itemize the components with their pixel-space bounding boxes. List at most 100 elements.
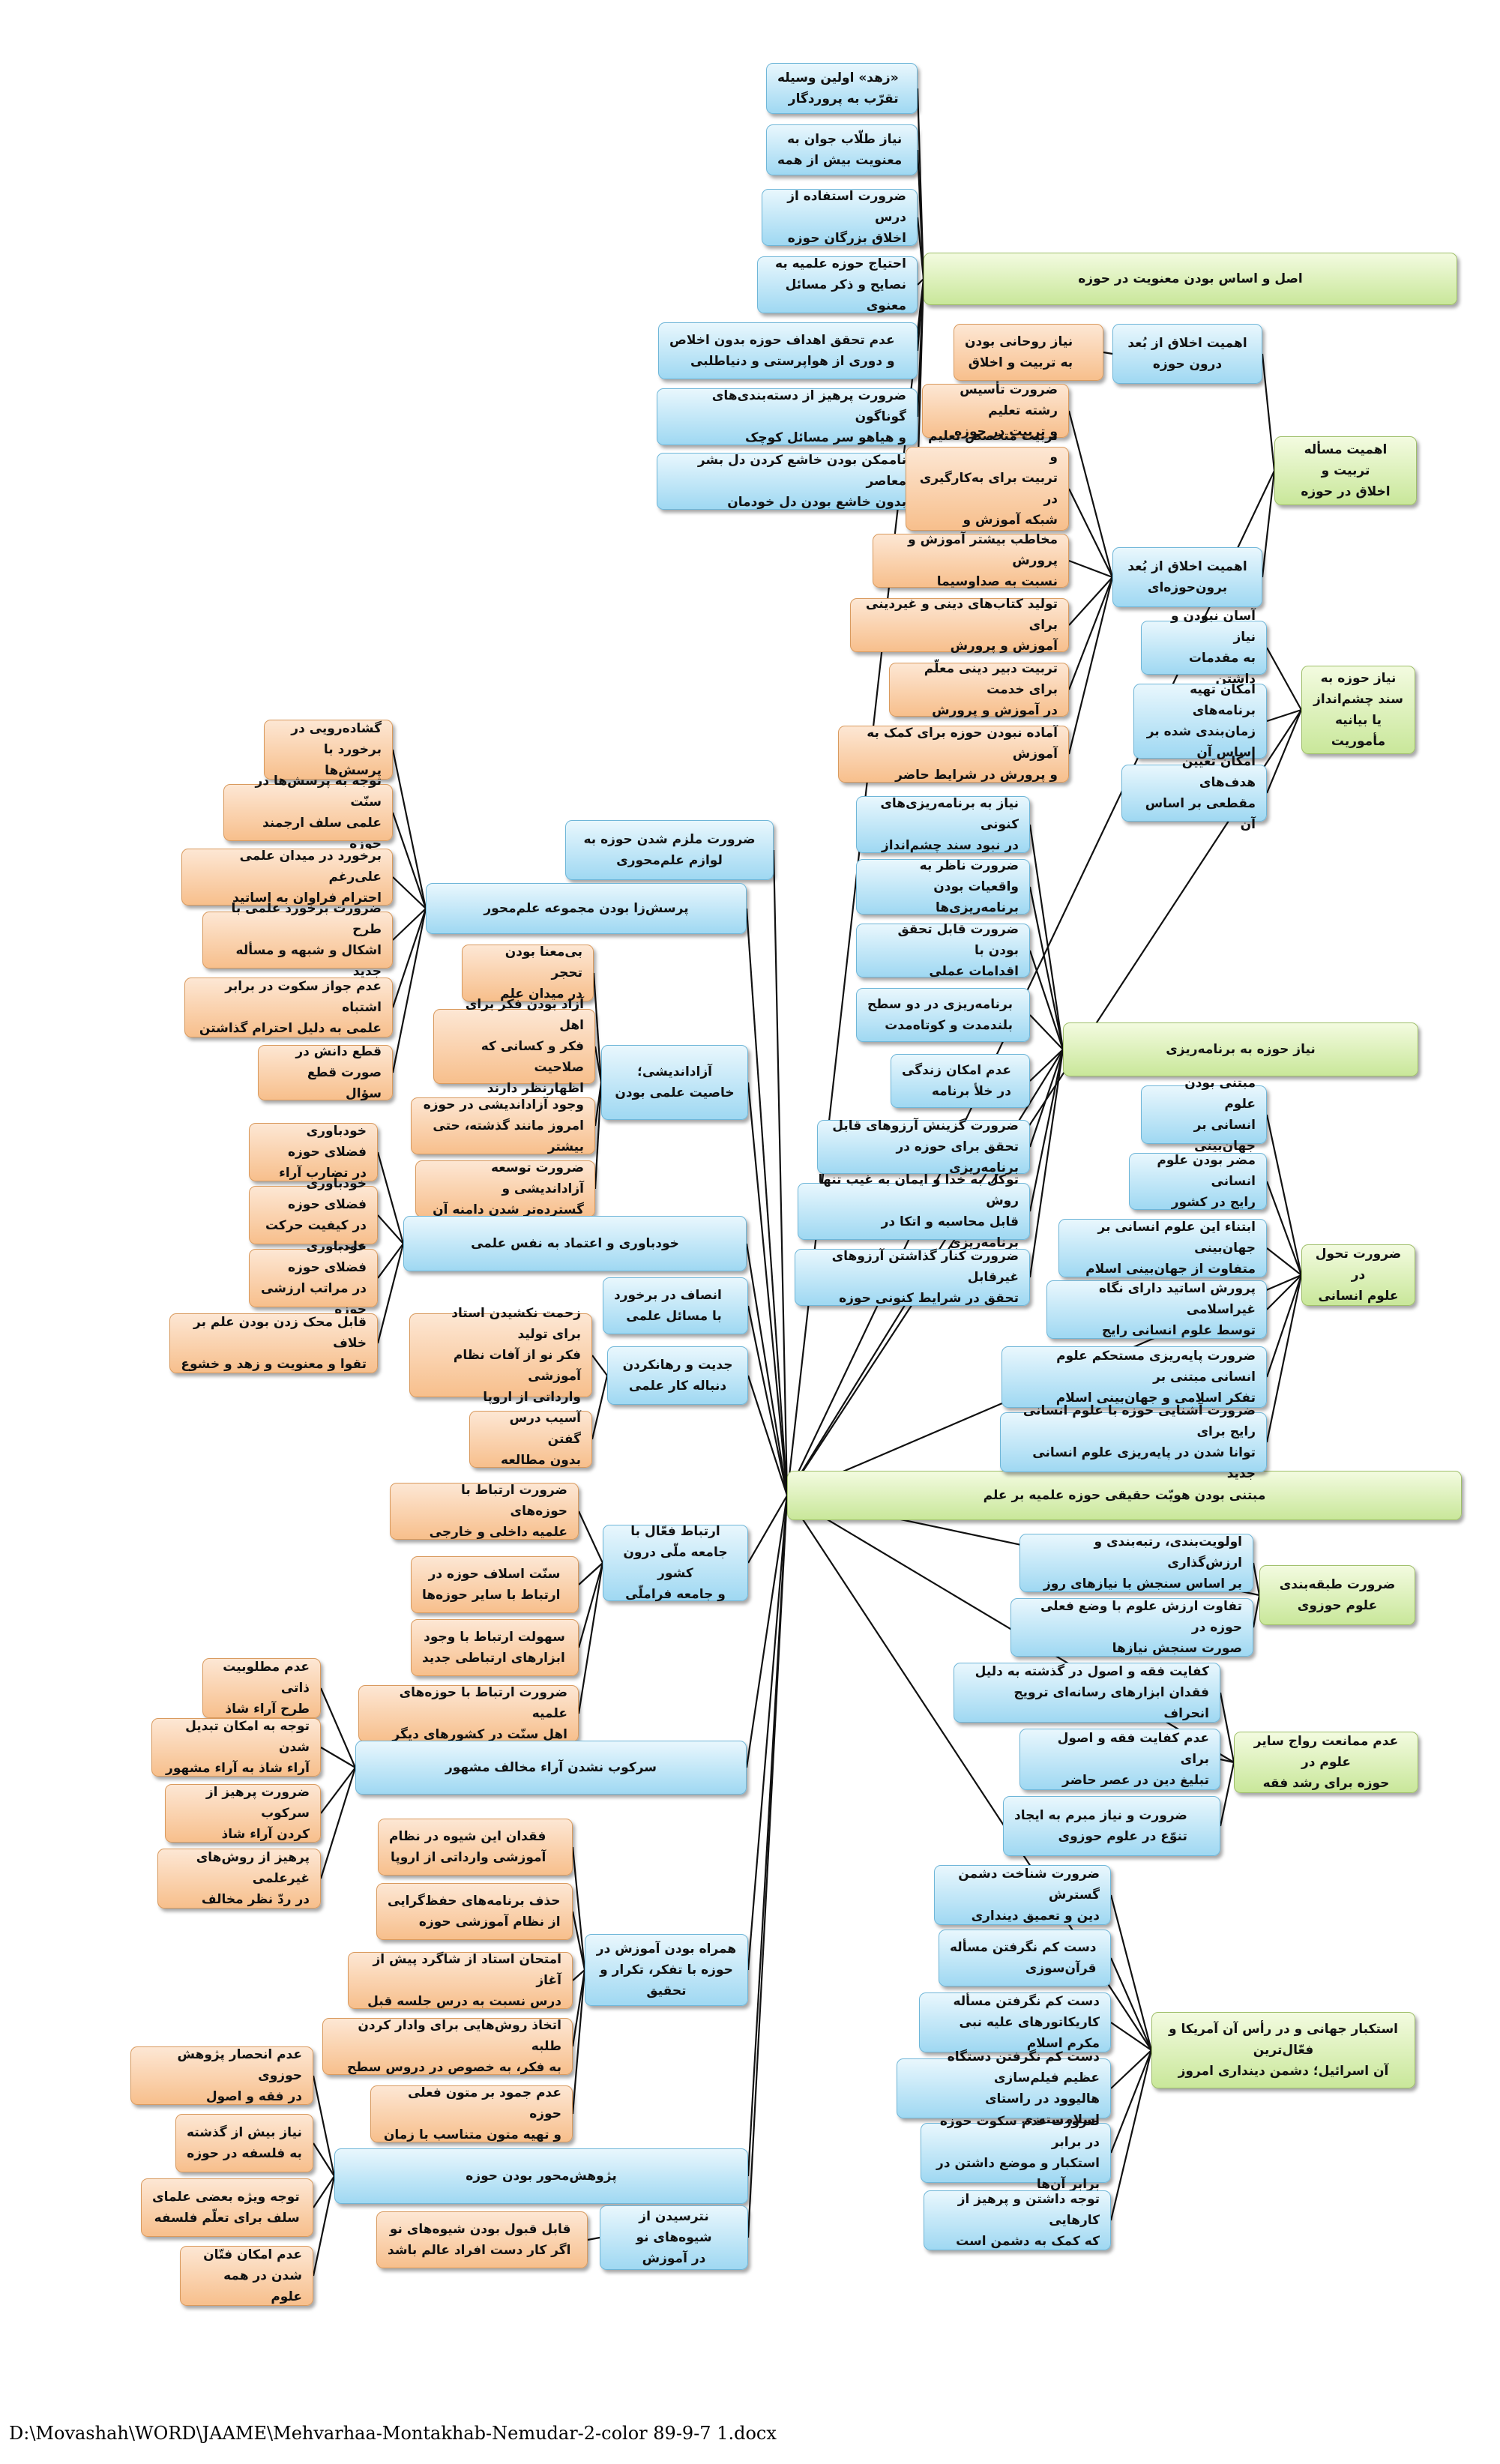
node-a1: «زهد» اولین وسیله تقرّب به پروردگار [766, 63, 918, 114]
node-d: نیاز حوزه به برنامه‌ریزی [1063, 1022, 1418, 1076]
node-h: استکبار جهانی و در رأس آن آمریکا و فعّال… [1151, 2012, 1415, 2088]
node-L2c: برخورد در میدان علمی علی‌رغم احترام فراو… [181, 849, 393, 906]
node-h1: ضرورت شناخت دشمن گسترش دین و تعمیق دیندا… [934, 1865, 1111, 1925]
connector-L7-L7a [319, 1687, 357, 1768]
connector-d-d4 [1029, 1014, 1064, 1050]
connector-d-d6 [1028, 1049, 1064, 1148]
node-d5: عدم امکان زندگی در خلأ برنامه [891, 1054, 1030, 1108]
connector-L2-L2e [391, 908, 427, 1008]
node-L7a: عدم مطلوبیت ذاتی طرح آراء شاذ [202, 1658, 321, 1718]
connector-L4-L4c [377, 1243, 404, 1279]
node-b1a: نیاز روحانی بودن به تربیت و اخلاق [954, 324, 1103, 381]
node-L8d: اتخاذ روش‌هایی برای وادار کردن طلبه به ف… [322, 2018, 573, 2075]
node-b2c: مخاطب بیشتر آموزش و پرورش نسبت به صداوسی… [873, 532, 1069, 589]
connector-b2-b2a [1067, 410, 1114, 578]
node-L6a: ضرورت ارتباط با حوزه‌های علمیه داخلی و خ… [390, 1483, 579, 1540]
connector-L6-L6b [578, 1562, 603, 1585]
node-L9d: عدم امکان فتّان شدن در همه علوم [180, 2246, 313, 2306]
node-L3c: وجود آزاداندیشی در حوزه امروز مانند گذشت… [411, 1097, 595, 1154]
connector-h-h3 [1110, 2022, 1152, 2051]
connector-c-c1 [1266, 647, 1302, 711]
node-L8a: فقدان این شیوه در نظام آموزشی وارداتی از… [378, 1819, 573, 1876]
node-d3: ضرورت قابل تحقق بودن با اقدامات عملی [856, 922, 1030, 979]
node-L5b: زحمت نکشیدن استاد برای تولید فکر نو از آ… [409, 1306, 592, 1405]
connector-b2-b2c [1068, 559, 1113, 579]
connector-root-L1 [772, 849, 789, 1496]
node-h2: دست کم نگرفتن مسأله قرآن‌سوزی [939, 1930, 1111, 1986]
connector-L8-L8d [571, 1969, 586, 2047]
connector-h-h1 [1109, 1894, 1153, 2051]
connector-L3-L3d [594, 1082, 603, 1190]
node-e2: مضر بودن علوم انسانی رایج در کشور [1129, 1153, 1267, 1210]
node-L9b: نیاز بیش از گذشته به فلسفه در حوزه [175, 2114, 313, 2172]
node-e3: ابتناء این علوم انسانی بر جهان‌بینی متفا… [1058, 1219, 1267, 1277]
connector-L7-L7c [320, 1767, 356, 1814]
node-h5: ضرورت عدم سکوت حوزه در برابر استکبار و م… [921, 2114, 1111, 2192]
connector-b-b1 [1261, 353, 1276, 472]
connector-L9-L9c [313, 2175, 335, 2208]
node-e5: ضرورت پایه‌ریزی مستحکم علوم انسانی مبتنی… [1001, 1346, 1267, 1408]
node-b: اهمیت مسأله تربیت و اخلاق در حوزه [1274, 436, 1417, 505]
node-g1: کفایت فقه و اصول در گذشته به دلیل فقدان … [954, 1663, 1220, 1723]
connector-d-d5 [1029, 1049, 1064, 1082]
connector-root-L5a [747, 1305, 789, 1496]
node-L3: آزاداندیشی؛ خاصیت علمی بودن [601, 1045, 748, 1120]
connector-root-L6 [747, 1495, 788, 1564]
connector-d-d7 [1028, 1049, 1064, 1212]
connector-L2-L2a [391, 749, 427, 909]
node-L5c: آسیب درس گفتن بدون مطالعه [469, 1411, 592, 1468]
node-L6: ارتباط فعّال با جامعه ملّی درون کشور و ج… [603, 1524, 748, 1602]
connector-L2-L2d [392, 908, 427, 941]
node-L8c: امتحان استاد از شاگرد پیش از آغاز درس نس… [348, 1952, 573, 2009]
node-f1: اولویت‌بندی، رتبه‌بندی و ارزش‌گذاری بر ا… [1019, 1534, 1253, 1592]
connector-e-e6 [1265, 1274, 1303, 1443]
node-L9a: عدم انحصار پژوهش حوزوی در فقه و اصول [130, 2046, 313, 2105]
node-L2: پرسش‌زا بودن مجموعه علم‌محور [426, 883, 747, 934]
connector-g-g1 [1219, 1692, 1235, 1763]
connector-d-d8 [1028, 1049, 1064, 1278]
node-L5: جدیت و رهانکردن دنباله کار علمی [607, 1346, 748, 1405]
connector-d-d2 [1028, 886, 1064, 1050]
connector-L2-L2c [392, 876, 427, 909]
connector-L4-L4a [376, 1151, 405, 1244]
connector-L4-L4b [377, 1214, 404, 1244]
node-d8: ضرورت کنار گذاشتن آرزوهای غیرقابل تحقق د… [795, 1249, 1030, 1306]
connector-b2-b2e [1067, 576, 1114, 690]
connector-b1-b1a [1103, 351, 1113, 355]
connector-e-e4 [1266, 1274, 1302, 1310]
node-L3a: بی‌معنا بودن تحجر در میدان علم [462, 945, 594, 1001]
node-L2e: عدم جواز سکوت در برابر اشتباه علمی به دل… [184, 978, 393, 1037]
connector-c-c2 [1266, 708, 1302, 723]
connector-L7-L7d [319, 1767, 357, 1879]
node-L4: خودباوری و اعتماد به نفس علمی [403, 1216, 747, 1271]
node-L8e: عدم جمود بر متون فعلی حوزه و تهیه متون م… [370, 2085, 573, 2142]
node-L4b: خودباوری فضلای حوزه در کیفیت حرکت علمی [249, 1176, 378, 1254]
connector-L5-L5c [591, 1375, 609, 1440]
node-d7: توکل به خدا و ایمان به غیب تنها روش قابل… [798, 1172, 1030, 1250]
connector-e-e2 [1265, 1181, 1303, 1276]
node-a4: احتیاج حوزه علمیه به نصایح و ذکر مسائل م… [757, 256, 918, 313]
connector-root-L8 [747, 1495, 789, 1971]
node-a3: ضرورت استفاده از درس اخلاق بزرگان حوزه [762, 189, 918, 246]
node-b2b: تربیت متخصص تعلیم و تربیت برای به‌کارگیر… [906, 429, 1069, 549]
connector-f-f2 [1252, 1594, 1261, 1628]
connector-L3-L3b [594, 1046, 603, 1083]
node-L10: نترسیدن از شیوه‌های نو در آموزش [600, 2205, 748, 2270]
node-L2b: توجه به پرسش‌ها در سنّت علمی سلف ارجمند … [223, 774, 393, 852]
connector-d-d1 [1028, 824, 1064, 1050]
connector-b2-b2b [1068, 488, 1113, 578]
connector-b2-b2d [1068, 576, 1113, 626]
connector-g-g2 [1220, 1758, 1235, 1764]
node-L2f: قطع دانش در صورت قطع سؤال [258, 1044, 393, 1101]
node-L9c: توجه ویژه بعضی علمای سلف برای تعلّم فلسف… [141, 2178, 313, 2237]
node-L6d: ضرورت ارتباط با حوزه‌های علمیه اهل سنّت … [358, 1685, 579, 1742]
node-L7c: ضرورت پرهیز از سرکوب کردن آراء شاذ [165, 1784, 321, 1843]
connector-root-L7 [745, 1495, 789, 1768]
node-a: اصل و اساس بودن معنویت در حوزه [924, 253, 1457, 305]
node-e1: مبتنی بودن علوم انسانی بر جهان‌بینی [1141, 1076, 1267, 1154]
connector-L9-L9d [312, 2175, 336, 2277]
connector-L6-L6a [578, 1510, 603, 1564]
node-h6: توجه داشتن و پرهیز از کارهایی که کمک به … [924, 2190, 1111, 2250]
